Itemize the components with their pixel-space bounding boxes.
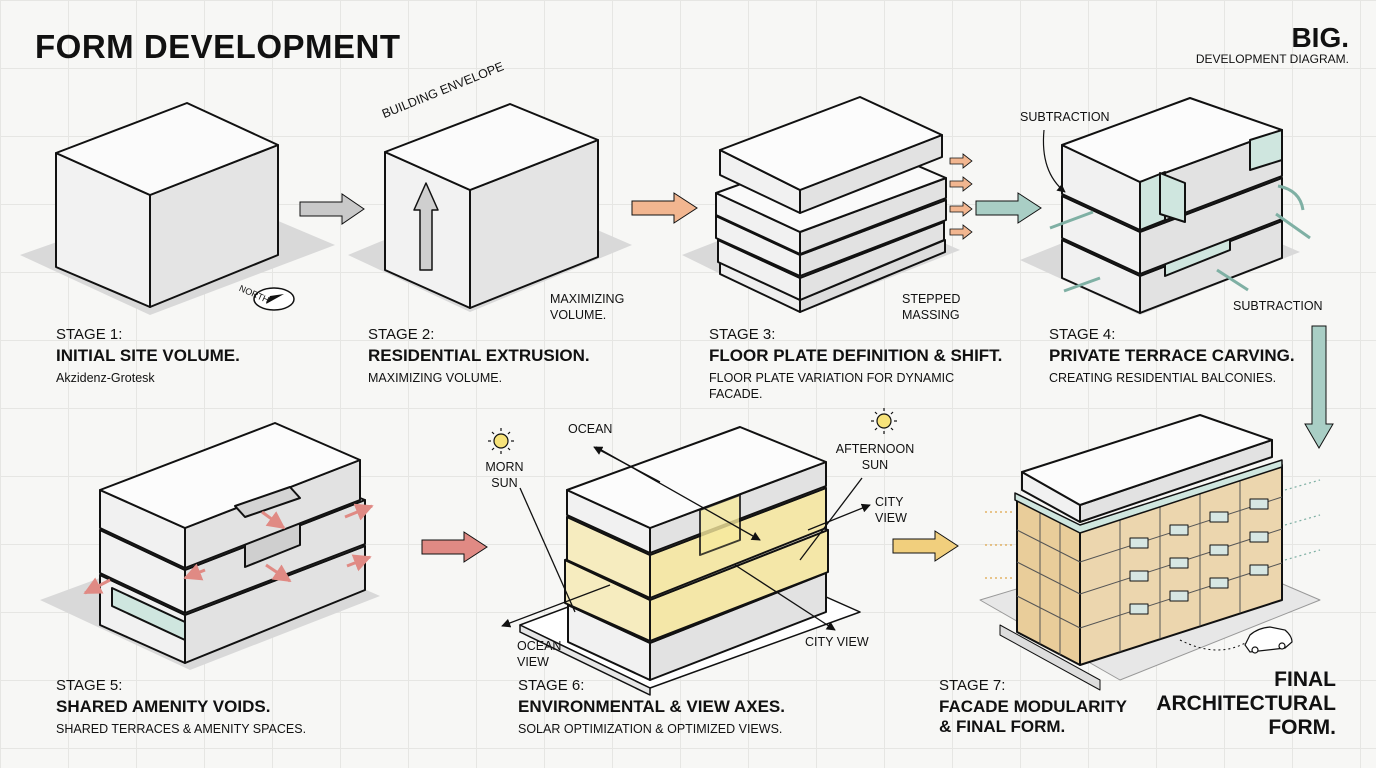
arrow-stage-4-to-7	[1304, 325, 1334, 449]
city-view-label-top: CITY VIEW	[875, 495, 907, 525]
morning-sun-label: MORN SUN	[485, 460, 524, 490]
subtraction-label-bottom: SUBTRACTION	[1233, 299, 1323, 313]
stage-3-caption: STAGE 3: FLOOR PLATE DEFINITION & SHIFT.…	[709, 326, 1002, 403]
stage-description: Akzidenz-Grotesk	[56, 371, 155, 385]
stage-2-caption: STAGE 2: RESIDENTIAL EXTRUSION. MAXIMIZI…	[368, 326, 590, 386]
city-view-label-bottom: CITY VIEW	[805, 635, 869, 649]
stage-name: ENVIRONMENTAL & VIEW AXES.	[518, 697, 785, 716]
stage-description: FLOOR PLATE VARIATION FOR DYNAMIC FACADE…	[709, 371, 955, 402]
arrow-stage-1-to-2	[299, 193, 365, 225]
stage-name: FLOOR PLATE DEFINITION & SHIFT.	[709, 346, 1003, 365]
stage-4-caption: STAGE 4: PRIVATE TERRACE CARVING. CREATI…	[1049, 326, 1295, 386]
stage-4-subtraction-arrows	[1042, 129, 1311, 293]
stage-4-massing	[1020, 97, 1300, 315]
stage-3-shift-arrows	[949, 153, 973, 240]
stage-6-caption: STAGE 6: ENVIRONMENTAL & VIEW AXES. SOLA…	[518, 677, 785, 737]
ocean-label: OCEAN	[568, 422, 613, 436]
ocean-view-label: OCEAN VIEW	[517, 639, 562, 669]
afternoon-sun-icon	[871, 408, 897, 434]
morning-sun-icon	[488, 428, 514, 454]
stage-7-context-lines	[985, 479, 1321, 651]
stage-number: STAGE 5:	[56, 677, 123, 694]
stage-description: SHARED TERRACES & AMENITY SPACES.	[56, 722, 307, 736]
stage-name: PRIVATE TERRACE CARVING.	[1049, 346, 1295, 365]
stage-3-massing	[682, 96, 960, 313]
stage-5-amenity-arrows	[83, 503, 374, 595]
car-icon	[1244, 626, 1293, 654]
stage-2-massing	[348, 103, 632, 312]
subtraction-label-top: SUBTRACTION	[1020, 110, 1110, 124]
stage-6-view-axes	[501, 446, 871, 631]
final-form-label: FINAL ARCHITECTURAL FORM.	[1156, 668, 1336, 740]
stage-description: CREATING RESIDENTIAL BALCONIES.	[1049, 371, 1277, 385]
north-compass-icon	[253, 287, 295, 311]
stage-name: SHARED AMENITY VOIDS.	[56, 697, 271, 716]
stage-number: STAGE 2:	[368, 326, 435, 343]
afternoon-sun-label: AFTERNOON SUN	[835, 442, 915, 472]
stage-number: STAGE 6:	[518, 677, 585, 694]
stage-name: INITIAL SITE VOLUME.	[56, 346, 240, 365]
page-title: FORM DEVELOPMENT	[35, 28, 401, 65]
stage-name: RESIDENTIAL EXTRUSION.	[368, 346, 590, 365]
stage-description: SOLAR OPTIMIZATION & OPTIMIZED VIEWS.	[518, 722, 783, 736]
arrow-stage-2-to-3	[631, 192, 698, 224]
maximizing-volume-label: MAXIMIZING VOLUME.	[550, 292, 625, 322]
stage-description: MAXIMIZING VOLUME.	[368, 371, 503, 385]
stage-1-massing	[20, 102, 335, 315]
brand-logo: BIG.	[1291, 22, 1349, 53]
arrow-stage-3-to-4	[975, 192, 1042, 224]
stage-name: FACADE MODULARITY & FINAL FORM.	[939, 697, 1127, 737]
stage-5-massing	[40, 422, 380, 670]
stage-number: STAGE 4:	[1049, 326, 1116, 343]
stage-number: STAGE 3:	[709, 326, 776, 343]
stage-number: STAGE 1:	[56, 326, 123, 343]
stage-5-caption: STAGE 5: SHARED AMENITY VOIDS. SHARED TE…	[56, 677, 306, 737]
arrow-stage-5-to-6	[421, 531, 488, 563]
brand-subtitle: DEVELOPMENT DIAGRAM.	[1195, 52, 1349, 66]
arrow-stage-6-to-7	[892, 530, 959, 562]
stepped-massing-label: STEPPED MASSING	[902, 292, 961, 322]
stage-number: STAGE 7:	[939, 677, 1006, 694]
stage-7-caption: STAGE 7: FACADE MODULARITY & FINAL FORM.	[939, 677, 1139, 738]
stage-7-building	[979, 414, 1321, 691]
stage-1-caption: STAGE 1: INITIAL SITE VOLUME. Akzidenz-G…	[56, 326, 240, 386]
stage-6-massing	[519, 426, 861, 696]
